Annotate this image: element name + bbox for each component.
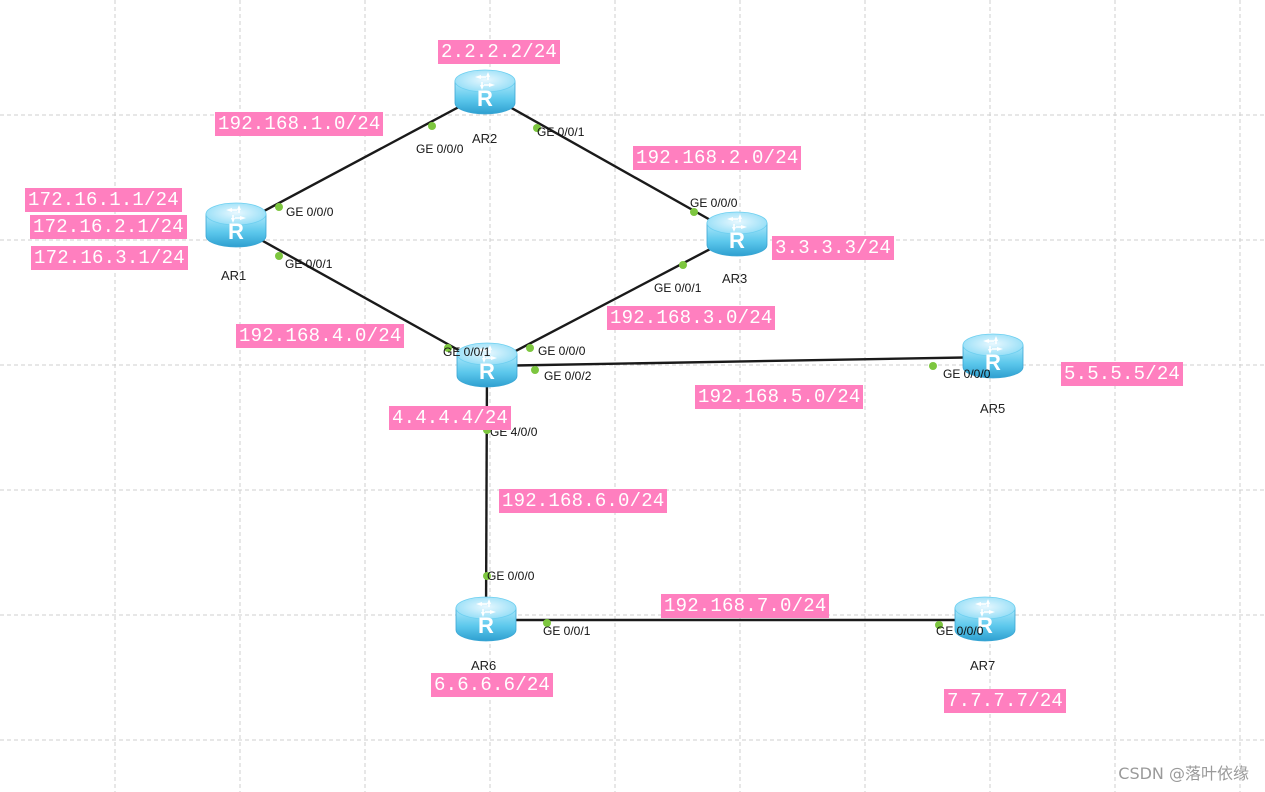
network-label: 192.168.2.0/24 <box>633 146 802 170</box>
router-arrows-icon <box>226 205 246 223</box>
router-glyph: R <box>729 228 745 253</box>
port-dot-ar2[interactable] <box>428 122 436 130</box>
network-label: 192.168.7.0/24 <box>661 594 830 618</box>
loopback-label-ar1: 172.16.2.1/24 <box>30 215 187 239</box>
port-dot-ar1[interactable] <box>275 203 283 211</box>
port-label-ar3: GE 0/0/1 <box>654 281 702 295</box>
router-name-ar1: AR1 <box>221 268 246 283</box>
link-ar3-ar4[interactable] <box>486 233 738 368</box>
loopback-label-ar4: 4.4.4.4/24 <box>389 406 512 430</box>
port-dot-ar7[interactable] <box>935 621 943 629</box>
router-name-ar5: AR5 <box>980 401 1005 416</box>
router-top <box>455 596 517 620</box>
network-label: 192.168.1.0/24 <box>215 112 384 136</box>
port-label-ar6: GE 0/0/0 <box>487 569 535 583</box>
router-glyph: R <box>478 613 494 638</box>
loopback-label-ar2: 2.2.2.2/24 <box>438 40 561 64</box>
port-dot-ar4[interactable] <box>526 344 534 352</box>
router-top <box>954 596 1016 620</box>
router-glyph: R <box>479 359 495 384</box>
router-ar2[interactable]: R AR2 <box>454 69 516 146</box>
router-name-ar2: AR2 <box>472 131 497 146</box>
loopback-label-ar6: 6.6.6.6/24 <box>431 673 554 697</box>
router-top <box>454 69 516 93</box>
router-ar7[interactable]: R AR7 <box>954 596 1016 673</box>
port-dot-ar5[interactable] <box>929 362 937 370</box>
link-ar1-ar4[interactable] <box>235 224 488 368</box>
loopback-label-ar1: 172.16.3.1/24 <box>31 246 188 270</box>
port-dot-ar2[interactable] <box>533 124 541 132</box>
link-ar4-ar5[interactable] <box>486 355 994 368</box>
network-label: 192.168.3.0/24 <box>607 306 776 330</box>
router-glyph: R <box>477 86 493 111</box>
loopback-label-ar3: 3.3.3.3/24 <box>772 236 895 260</box>
port-label-ar3: GE 0/0/0 <box>690 196 738 210</box>
router-top <box>962 333 1024 357</box>
port-dot-ar3[interactable] <box>690 208 698 216</box>
router-ar5[interactable]: R AR5 <box>962 333 1024 416</box>
loopback-label-ar5: 5.5.5.5/24 <box>1061 362 1184 386</box>
loopback-label-ar1: 172.16.1.1/24 <box>25 188 182 212</box>
router-ar1[interactable]: R AR1 <box>205 202 267 283</box>
network-label: 192.168.4.0/24 <box>236 324 405 348</box>
router-glyph: R <box>228 219 244 244</box>
port-label-ar1: GE 0/0/0 <box>286 205 334 219</box>
port-dot-ar6[interactable] <box>543 619 551 627</box>
router-top <box>456 342 518 366</box>
port-dot-ar4[interactable] <box>444 344 452 352</box>
router-arrows-icon <box>477 345 497 363</box>
router-name-ar3: AR3 <box>722 271 747 286</box>
router-arrows-icon <box>975 599 995 617</box>
port-label-ar4: GE 0/0/2 <box>544 369 592 383</box>
router-arrows-icon <box>475 72 495 90</box>
router-arrows-icon <box>983 336 1003 354</box>
port-dot-ar1[interactable] <box>275 252 283 260</box>
router-name-ar7: AR7 <box>970 658 995 673</box>
router-glyph: R <box>977 613 993 638</box>
port-dot-ar4[interactable] <box>531 366 539 374</box>
port-label-ar7: GE 0/0/0 <box>936 624 984 638</box>
port-label-ar5: GE 0/0/0 <box>943 367 991 381</box>
router-glyph: R <box>985 350 1001 375</box>
port-dot-ar3[interactable] <box>679 261 687 269</box>
port-label-ar1: GE 0/0/1 <box>285 257 333 271</box>
router-ar6[interactable]: R AR6 <box>455 596 517 673</box>
network-label: 192.168.5.0/24 <box>695 385 864 409</box>
router-arrows-icon <box>727 214 747 232</box>
watermark: CSDN @落叶依缘 <box>1118 764 1249 783</box>
router-ar3[interactable]: R AR3 <box>706 211 768 286</box>
port-dot-ar6[interactable] <box>483 572 491 580</box>
router-arrows-icon <box>476 599 496 617</box>
loopback-label-ar7: 7.7.7.7/24 <box>944 689 1067 713</box>
router-name-ar6: AR6 <box>471 658 496 673</box>
port-label-ar2: GE 0/0/1 <box>537 125 585 139</box>
router-top <box>706 211 768 235</box>
network-label: 192.168.6.0/24 <box>499 489 668 513</box>
router-top <box>205 202 267 226</box>
port-label-ar2: GE 0/0/0 <box>416 142 464 156</box>
port-label-ar4: GE 0/0/0 <box>538 344 586 358</box>
port-label-ar4: GE 0/0/1 <box>443 345 491 359</box>
port-label-ar6: GE 0/0/1 <box>543 624 591 638</box>
